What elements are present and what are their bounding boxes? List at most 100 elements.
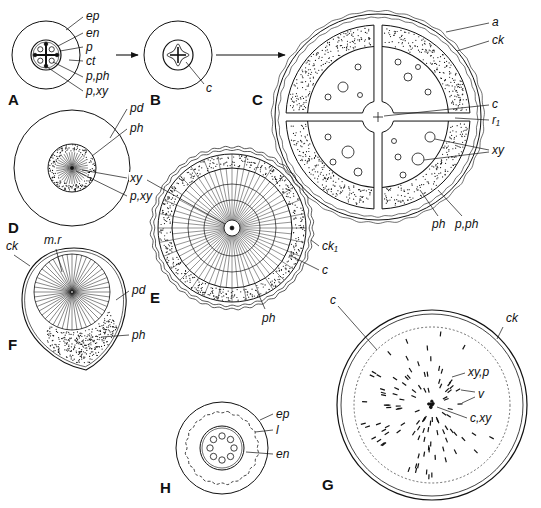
stipple-dot	[67, 148, 68, 149]
stipple-dot	[64, 339, 65, 340]
stipple-dot	[104, 318, 105, 319]
stipple-dot	[213, 163, 214, 164]
stipple-dot	[268, 289, 269, 290]
stipple-dot	[461, 136, 462, 137]
stipple-dot	[303, 235, 304, 236]
stipple-dot	[168, 196, 169, 197]
stipple-dot	[455, 73, 456, 74]
stipple-dot	[430, 46, 431, 47]
stipple-dot	[49, 328, 50, 329]
stipple-dot	[298, 198, 299, 199]
stipple-dot	[200, 161, 201, 162]
stipple-dot	[86, 350, 87, 351]
stipple-dot	[296, 144, 297, 145]
stipple-dot	[68, 187, 69, 188]
stipple-dot	[167, 196, 168, 197]
stipple-dot	[361, 31, 362, 32]
stipple-dot	[279, 282, 280, 283]
stipple-dot	[273, 170, 274, 171]
stipple-dot	[441, 78, 442, 79]
stipple-dot	[186, 277, 187, 278]
stipple-dot	[84, 362, 85, 363]
stipple-dot	[110, 334, 111, 335]
stipple-dot	[320, 174, 321, 175]
stipple-dot	[91, 180, 92, 181]
stipple-dot	[78, 360, 79, 361]
stipple-dot	[431, 166, 432, 167]
section-d	[14, 110, 130, 226]
stipple-dot	[81, 354, 82, 355]
stipple-dot	[268, 278, 269, 279]
stipple-dot	[321, 57, 322, 58]
stipple-dot	[318, 160, 319, 161]
stipple-dot	[190, 274, 191, 275]
stipple-dot	[433, 166, 434, 167]
stipple-dot	[322, 162, 323, 163]
stipple-dot	[275, 179, 276, 180]
stipple-dot	[354, 38, 355, 39]
stipple-dot	[188, 275, 189, 276]
stipple-dot	[65, 151, 66, 152]
stipple-dot	[403, 191, 404, 192]
stipple-dot	[328, 188, 329, 189]
stipple-dot	[290, 190, 291, 191]
stipple-dot	[113, 320, 114, 321]
stipple-dot	[305, 156, 306, 157]
radial-line	[57, 169, 70, 174]
stipple-dot	[369, 42, 370, 43]
stipple-dot	[227, 157, 228, 158]
stipple-dot	[404, 196, 405, 197]
stipple-dot	[78, 187, 79, 188]
stipple-dot	[53, 335, 54, 336]
stipple-dot	[352, 36, 353, 37]
stipple-dot	[87, 340, 88, 341]
stipple-dot	[289, 192, 290, 193]
endodermis-ring	[31, 40, 61, 70]
stipple-dot	[185, 270, 186, 271]
stipple-dot	[295, 224, 296, 225]
stipple-dot	[99, 337, 100, 338]
pith-point	[230, 226, 234, 230]
stipple-dot	[297, 104, 298, 105]
stipple-dot	[445, 79, 446, 80]
stipple-dot	[198, 166, 199, 167]
stipple-dot	[386, 188, 387, 189]
stipple-dot	[339, 55, 340, 56]
stipple-dot	[169, 249, 170, 250]
stipple-dot	[408, 49, 409, 50]
stipple-dot	[53, 350, 54, 351]
stipple-dot	[412, 47, 413, 48]
stipple-dot	[305, 102, 306, 103]
stipple-dot	[290, 105, 291, 106]
stipple-dot	[51, 327, 52, 328]
stipple-dot	[341, 39, 342, 40]
stipple-dot	[245, 291, 246, 292]
stipple-dot	[66, 147, 67, 148]
stipple-dot	[437, 167, 438, 168]
stipple-dot	[337, 41, 338, 42]
stipple-dot	[239, 165, 240, 166]
stipple-dot	[266, 292, 267, 293]
vascular-segment	[286, 121, 374, 209]
stipple-dot	[110, 315, 111, 316]
stipple-dot	[91, 359, 92, 360]
stipple-dot	[400, 185, 401, 186]
stipple-dot	[370, 44, 371, 45]
stipple-dot	[251, 165, 252, 166]
stipple-dot	[357, 29, 358, 30]
stipple-dot	[349, 192, 350, 193]
stipple-dot	[446, 152, 447, 153]
stipple-dot	[80, 356, 81, 357]
stipple-dot	[69, 189, 70, 190]
radial-line	[164, 200, 177, 205]
stipple-dot	[178, 259, 179, 260]
stipple-dot	[223, 289, 224, 290]
stipple-dot	[358, 189, 359, 190]
stipple-dot	[337, 47, 338, 48]
stipple-dot	[211, 158, 212, 159]
stipple-dot	[90, 344, 91, 345]
stipple-dot	[71, 358, 72, 359]
stipple-dot	[442, 83, 443, 84]
stipple-dot	[92, 355, 93, 356]
radial-line	[199, 235, 228, 278]
